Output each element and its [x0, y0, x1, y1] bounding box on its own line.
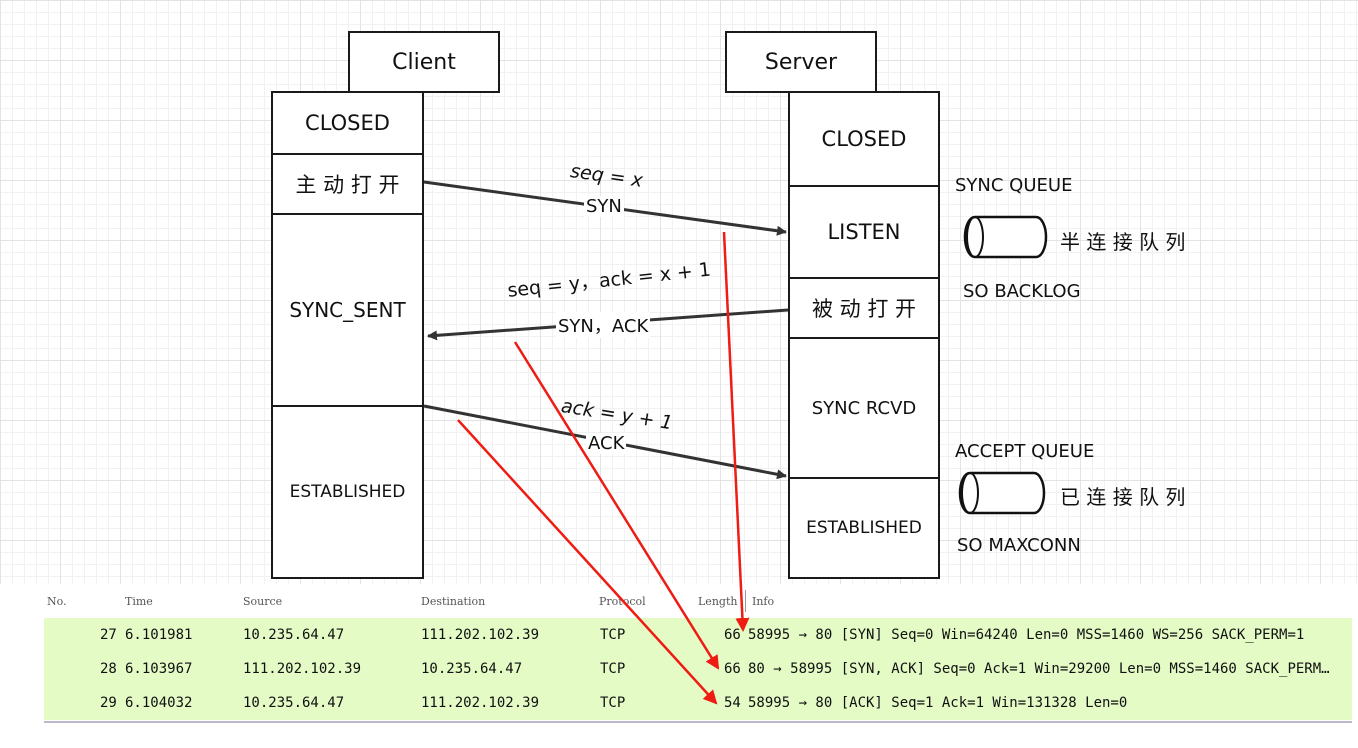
panel-bottom-divider — [44, 721, 1352, 723]
packet-time: 6.103967 — [125, 661, 193, 677]
client-state-closed: CLOSED — [305, 111, 390, 135]
server-state-passive-open: 被 动 打 开 — [811, 297, 917, 321]
packet-source: 10.235.64.47 — [243, 627, 345, 643]
ack-flag-label: ACK — [586, 433, 627, 454]
client-state-column: CLOSED 主 动 打 开 SYNC_SENT ESTABLISHED — [271, 91, 424, 579]
server-state-listen: LISTEN — [827, 220, 901, 244]
divider — [790, 277, 938, 279]
packet-no: 28 — [100, 661, 117, 677]
divider — [273, 405, 422, 407]
packet-info: 58995 → 80 [ACK] Seq=1 Ack=1 Win=131328 … — [748, 695, 1128, 711]
divider — [790, 337, 938, 339]
table-row[interactable]: 27 6.101981 10.235.64.47 111.202.102.39 … — [44, 618, 1352, 652]
accept-queue-param: SO MAXCONN — [957, 535, 1081, 556]
client-title-box: Client — [348, 31, 500, 93]
divider — [273, 153, 422, 155]
packet-length: 54 — [724, 695, 741, 711]
packet-protocol: TCP — [600, 661, 626, 677]
client-title: Client — [392, 49, 456, 75]
server-state-sync-rcvd: SYNC RCVD — [811, 397, 917, 419]
column-header-no[interactable]: No. — [47, 595, 67, 608]
divider — [790, 477, 938, 479]
column-header-time[interactable]: Time — [125, 595, 153, 608]
sync-queue-title: SYNC QUEUE — [955, 175, 1073, 196]
packet-length: 66 — [724, 661, 741, 677]
column-header-info[interactable]: Info — [752, 595, 775, 608]
packet-no: 27 — [100, 627, 117, 643]
packet-info: 58995 → 80 [SYN] Seq=0 Win=64240 Len=0 M… — [748, 627, 1305, 643]
server-state-established: ESTABLISHED — [806, 518, 922, 538]
packet-source: 111.202.102.39 — [243, 661, 362, 677]
column-header-protocol[interactable]: Protocol — [599, 595, 646, 608]
accept-queue-label: 已 连 接 队 列 — [1060, 485, 1186, 509]
packet-time: 6.101981 — [125, 627, 193, 643]
sync-queue-label: 半 连 接 队 列 — [1060, 230, 1186, 254]
column-header-destination[interactable]: Destination — [421, 595, 486, 608]
client-state-active-open: 主 动 打 开 — [295, 173, 400, 197]
packet-source: 10.235.64.47 — [243, 695, 345, 711]
sync-queue-param: SO BACKLOG — [963, 281, 1081, 302]
packet-time: 6.104032 — [125, 695, 193, 711]
packet-destination: 111.202.102.39 — [421, 627, 540, 643]
packet-protocol: TCP — [600, 627, 626, 643]
client-state-established: ESTABLISHED — [289, 482, 406, 502]
server-state-closed: CLOSED — [821, 127, 907, 151]
packet-info: 80 → 58995 [SYN, ACK] Seq=0 Ack=1 Win=29… — [748, 661, 1330, 677]
divider — [790, 185, 938, 187]
table-row[interactable]: 29 6.104032 10.235.64.47 111.202.102.39 … — [44, 686, 1352, 720]
server-title: Server — [764, 49, 838, 75]
table-row[interactable]: 28 6.103967 111.202.102.39 10.235.64.47 … — [44, 652, 1352, 686]
header-divider — [745, 590, 746, 612]
column-header-source[interactable]: Source — [243, 595, 283, 608]
server-title-box: Server — [725, 31, 877, 93]
packet-destination: 10.235.64.47 — [421, 661, 523, 677]
divider — [273, 213, 422, 215]
packet-no: 29 — [100, 695, 117, 711]
column-header-length[interactable]: Length — [698, 595, 738, 608]
packet-destination: 111.202.102.39 — [421, 695, 540, 711]
packet-length: 66 — [724, 627, 741, 643]
server-state-column: CLOSED LISTEN 被 动 打 开 SYNC RCVD ESTABLIS… — [788, 91, 940, 579]
client-state-sync-sent: SYNC_SENT — [289, 298, 406, 322]
accept-queue-title: ACCEPT QUEUE — [955, 441, 1095, 462]
syn-ack-flag-label: SYN，ACK — [556, 312, 651, 338]
syn-flag-label: SYN — [584, 196, 624, 217]
packet-protocol: TCP — [600, 695, 626, 711]
